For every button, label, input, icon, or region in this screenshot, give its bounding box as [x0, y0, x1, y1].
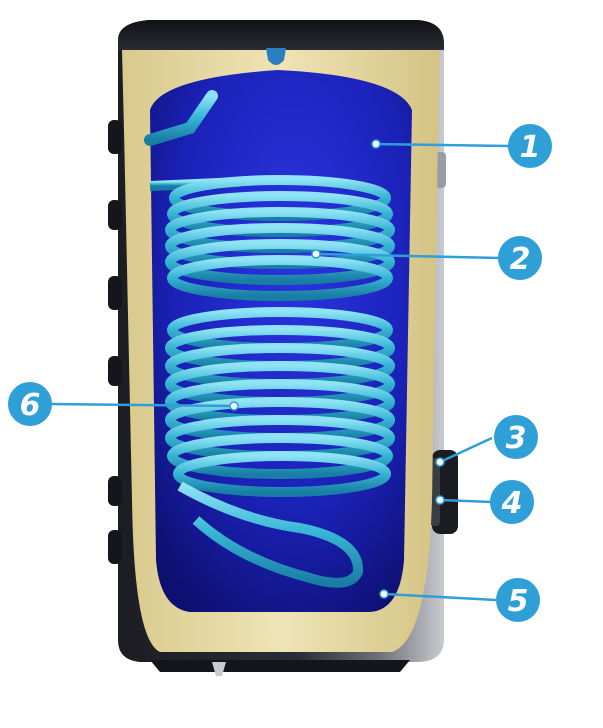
callout-badge-3: 3 [494, 415, 538, 459]
left-fittings [108, 120, 122, 564]
callout-badge-1: 1 [508, 124, 552, 168]
leader-line-3 [439, 436, 493, 464]
drain-foot [212, 662, 226, 676]
callout-badge-6: 6 [8, 382, 52, 426]
thermometer-fitting [436, 152, 446, 188]
leader-line-4 [439, 498, 493, 504]
inner-tank [150, 70, 412, 612]
top-cap [118, 20, 444, 50]
flange-fitting [430, 450, 458, 534]
upper-coil [149, 175, 395, 301]
base [150, 660, 410, 672]
leader-line-6 [49, 402, 235, 408]
lower-coil [160, 307, 395, 588]
leader-line-2 [315, 252, 501, 260]
leader-line-5 [383, 592, 497, 602]
callout-label-6: 6 [20, 388, 41, 423]
callout-badge-2: 2 [498, 236, 542, 280]
inlet-pipe [144, 90, 218, 146]
callout-badge-4: 4 [490, 480, 534, 524]
callout-label-2: 2 [510, 242, 531, 277]
callout-label-5: 5 [508, 584, 529, 619]
callout-label-3: 3 [506, 421, 527, 456]
top-inlet-nozzle [266, 48, 286, 65]
callout-label-1: 1 [520, 130, 541, 165]
callout-label-4: 4 [501, 486, 523, 521]
leader-line-1 [375, 142, 513, 148]
leader-dots [229, 139, 445, 599]
leader-lines [49, 142, 513, 602]
callout-badge-5: 5 [496, 578, 540, 622]
